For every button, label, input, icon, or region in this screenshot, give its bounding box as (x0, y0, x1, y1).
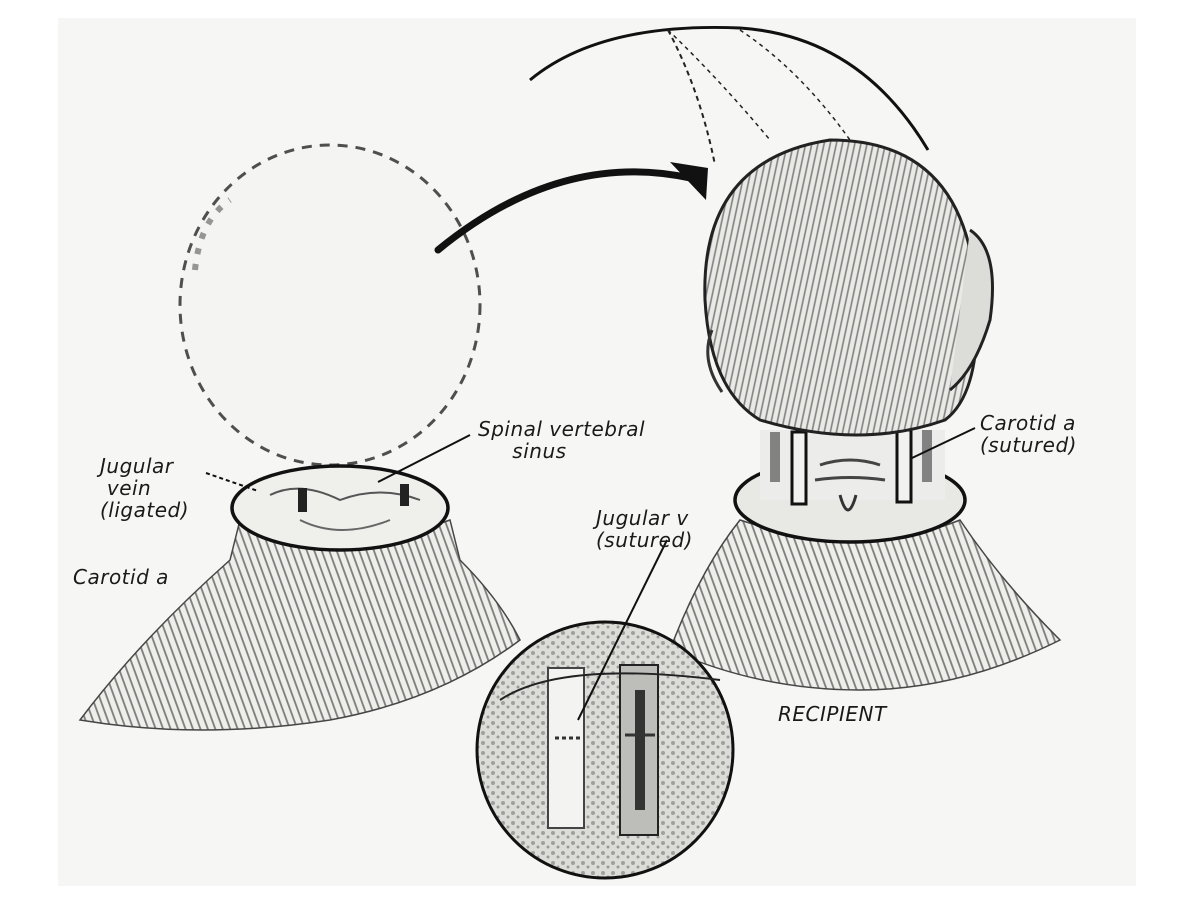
label-jugular-v-sutured: Jugular v (sutured) (596, 506, 693, 552)
jugular-sutured-leader (577, 539, 668, 721)
carotid-sutured-leader (911, 427, 976, 459)
recipient-head (703, 138, 994, 437)
donor-torso (78, 518, 521, 731)
recipient-neck (733, 428, 967, 544)
ligated-jugular-stump (298, 488, 307, 512)
inset-jugular-vein (547, 667, 585, 829)
ear (949, 228, 994, 392)
carotid-stump (400, 484, 409, 506)
donor-neck-section (230, 464, 450, 552)
label-jugular-vein-ligated: Jugular vein (ligated) (100, 454, 190, 522)
leader-lines (205, 427, 976, 721)
label-spinal-vertebral-sinus: Spinal vertebral sinus (478, 417, 646, 463)
label-carotid-a: Carotid a (73, 565, 169, 589)
label-recipient: RECIPIENT (778, 702, 887, 726)
spinal-sinus-leader (377, 434, 471, 483)
jugular-vein-leader (205, 472, 259, 492)
recipient-torso (669, 519, 1062, 691)
transfer-arrow (434, 162, 708, 254)
sutured-jugular-vessel (790, 430, 808, 506)
donor-head (178, 143, 482, 467)
top-arc-lines (529, 26, 930, 166)
label-carotid-a-sutured: Carotid a (sutured) (980, 411, 1077, 457)
inset-detail-circle (475, 620, 735, 880)
sutured-carotid-vessel (895, 428, 913, 504)
